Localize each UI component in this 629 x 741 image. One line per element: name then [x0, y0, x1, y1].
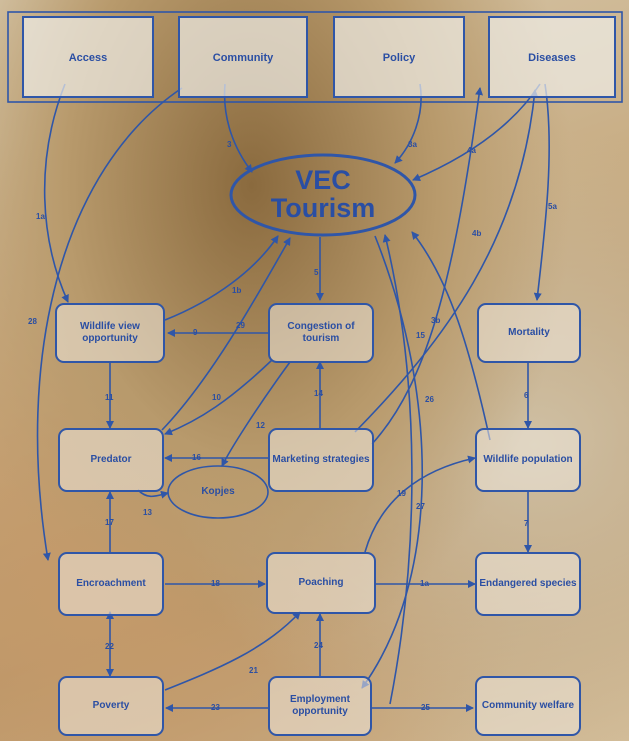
node-endangered-species: Endangered species: [475, 552, 581, 616]
edge-10: [164, 359, 273, 436]
node-community: Community: [178, 16, 308, 98]
node-marketing-strategies: Marketing strategies: [268, 428, 374, 492]
node-poaching-label: Poaching: [298, 576, 344, 588]
edge-4a: [412, 83, 541, 181]
edge-label-25: 25: [421, 703, 430, 712]
node-employment-label: Employment opportunity: [289, 693, 350, 718]
node-access-label: Access: [68, 52, 108, 64]
edge-label-3: 3: [227, 140, 232, 149]
node-marketing-label: Marketing strategies: [272, 453, 370, 465]
node-community-welfare: Community welfare: [475, 676, 581, 736]
edge-label-22: 22: [105, 642, 114, 651]
edge-label-10: 10: [212, 393, 221, 402]
node-wildlife-population: Wildlife population: [475, 428, 581, 492]
edge-label-28: 28: [28, 317, 37, 326]
node-poverty-label: Poverty: [92, 699, 130, 711]
node-congestion-of-tourism: Congestion of tourism: [268, 303, 374, 363]
edge-12: [221, 361, 291, 467]
edge-26: [411, 231, 491, 441]
node-diseases: Diseases: [488, 16, 616, 98]
edge-4b: [354, 89, 539, 433]
vec-ellipse: [229, 153, 417, 237]
edge-29: [161, 237, 291, 431]
edge-label-26: 26: [425, 395, 434, 404]
node-predator-label: Predator: [90, 453, 132, 465]
node-wildlife-population-label: Wildlife population: [483, 453, 573, 465]
node-predator: Predator: [58, 428, 164, 492]
node-encroachment: Encroachment: [58, 552, 164, 616]
edge-label-23: 23: [211, 703, 220, 712]
edge-28: [36, 87, 183, 561]
edge-label-3b: 3b: [431, 316, 441, 325]
edge-label-27: 27: [416, 502, 425, 511]
node-poaching: Poaching: [266, 552, 376, 614]
edge-19: [364, 455, 476, 553]
node-employment-opportunity: Employment opportunity: [268, 676, 372, 736]
node-poverty: Poverty: [58, 676, 164, 736]
edge-label-1b: 1b: [232, 286, 242, 295]
vec-line2: Tourism: [270, 193, 376, 223]
edge-3b: [371, 87, 484, 445]
edge-21: [164, 611, 301, 691]
node-congestion-label: Congestion of tourism: [287, 320, 355, 345]
edge-label-12: 12: [256, 421, 265, 430]
vec-tourism-label: VEC Tourism: [230, 152, 416, 236]
edge-label-19: 19: [397, 489, 406, 498]
edge-label-13: 13: [143, 508, 152, 517]
edge-label-24: 24: [314, 641, 323, 650]
node-kopjes: Kopjes: [168, 466, 268, 518]
node-access: Access: [22, 16, 154, 98]
edge-label-5a: 5a: [548, 202, 557, 211]
edge-15: [382, 234, 413, 705]
edge-label-16: 16: [192, 453, 201, 462]
node-encroachment-label: Encroachment: [76, 577, 146, 589]
node-kopjes-label: Kopjes: [201, 485, 235, 497]
edge-label-1a-bottom: 1a: [420, 579, 429, 588]
node-diseases-label: Diseases: [528, 52, 576, 64]
vec-line1: VEC: [295, 164, 351, 195]
node-policy-label: Policy: [382, 52, 416, 64]
edge-13: [137, 489, 169, 499]
edge-label-18: 18: [211, 579, 220, 588]
edge-label-17: 17: [105, 518, 114, 527]
edge-label-11: 11: [105, 393, 114, 402]
edge-label-1a: 1a: [36, 212, 45, 221]
edge-label-7: 7: [524, 519, 529, 528]
node-endangered-label: Endangered species: [479, 577, 577, 589]
edge-label-4a: 4a: [467, 146, 476, 155]
node-wildlife-view-label: Wildlife view opportunity: [80, 320, 140, 345]
node-policy: Policy: [333, 16, 465, 98]
node-welfare-label: Community welfare: [481, 699, 575, 711]
edge-5a: [533, 83, 550, 301]
edge-label-5: 5: [314, 268, 319, 277]
edge-label-4b: 4b: [472, 229, 482, 238]
edge-label-3a: 3a: [408, 140, 417, 149]
drivers-frame: [7, 11, 623, 103]
edge-label-29: 29: [236, 321, 245, 330]
edge-label-15: 15: [416, 331, 425, 340]
edge-1a: [43, 83, 69, 303]
node-mortality: Mortality: [477, 303, 581, 363]
edge-1b: [164, 235, 279, 321]
edge-label-6: 6: [524, 391, 529, 400]
edge-label-14: 14: [314, 389, 323, 398]
edge-label-21: 21: [249, 666, 258, 675]
node-community-label: Community: [212, 52, 274, 64]
node-wildlife-view-opportunity: Wildlife view opportunity: [55, 303, 165, 363]
node-mortality-label: Mortality: [508, 326, 550, 338]
edge-label-9: 9: [193, 328, 198, 337]
edge-27: [361, 235, 424, 689]
